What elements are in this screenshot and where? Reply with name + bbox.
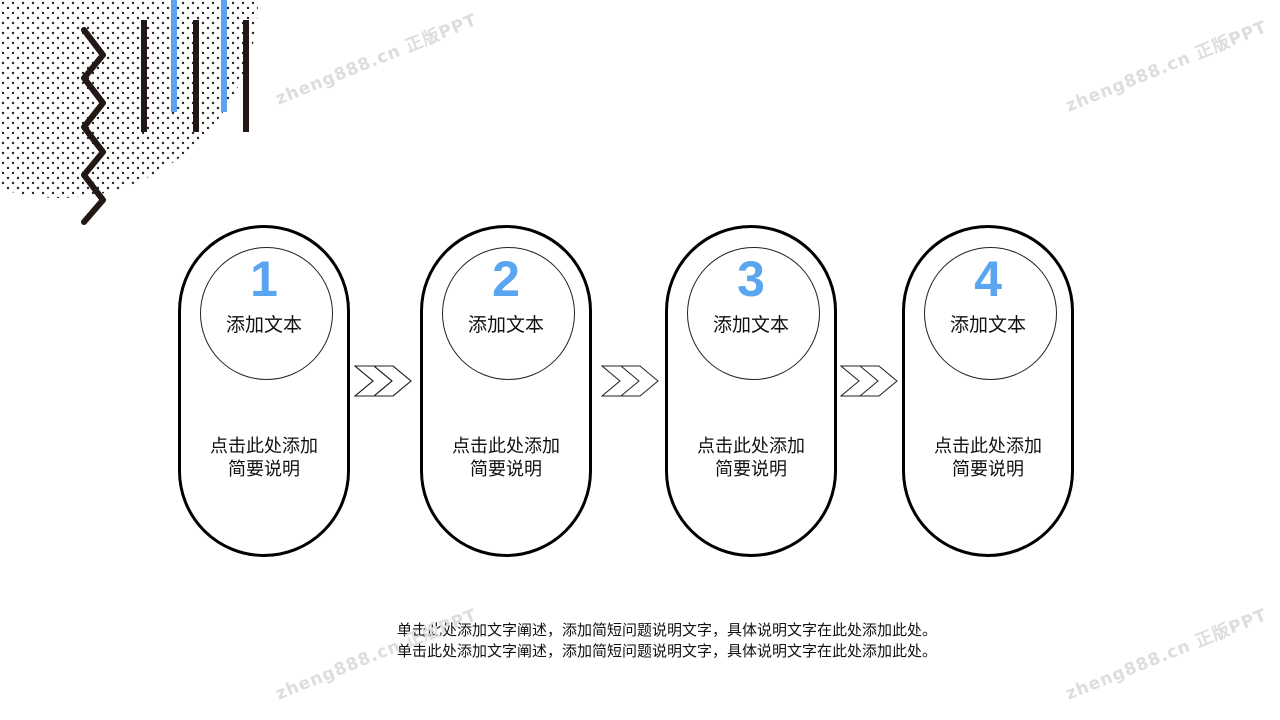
step-card-1: 1 添加文本 点击此处添加简要说明 bbox=[178, 225, 350, 557]
step-number: 4 bbox=[974, 251, 1002, 307]
step-description: 点击此处添加简要说明 bbox=[423, 435, 589, 481]
step-card-4: 4 添加文本 点击此处添加简要说明 bbox=[902, 225, 1074, 557]
step-label: 添加文本 bbox=[949, 314, 1026, 336]
desc-line: 点击此处添加 bbox=[452, 436, 560, 457]
chevron-arrows-icon bbox=[601, 365, 659, 397]
watermark: zheng888.cn 正版PPT bbox=[1063, 17, 1271, 117]
step-circle bbox=[442, 247, 575, 380]
footer-line: 单击此处添加文字阐述，添加简短问题说明文字，具体说明文字在此处添加此处。 bbox=[396, 642, 937, 660]
desc-line: 简要说明 bbox=[952, 459, 1024, 480]
step-description: 点击此处添加简要说明 bbox=[181, 435, 347, 481]
step-number: 1 bbox=[250, 251, 278, 307]
step-label: 添加文本 bbox=[712, 314, 789, 336]
step-label: 添加文本 bbox=[225, 314, 302, 336]
footer-line: 单击此处添加文字阐述，添加简短问题说明文字，具体说明文字在此处添加此处。 bbox=[396, 621, 937, 639]
desc-line: 点击此处添加 bbox=[934, 436, 1042, 457]
desc-line: 点击此处添加 bbox=[210, 436, 318, 457]
step-label: 添加文本 bbox=[467, 314, 544, 336]
step-card-3: 3 添加文本 点击此处添加简要说明 bbox=[665, 225, 837, 557]
dot-pattern bbox=[0, 0, 258, 198]
step-circle bbox=[924, 247, 1057, 380]
step-circle bbox=[687, 247, 820, 380]
blue-line bbox=[171, 0, 177, 112]
step-description: 点击此处添加简要说明 bbox=[905, 435, 1071, 481]
step-description: 点击此处添加简要说明 bbox=[668, 435, 834, 481]
decorative-pattern bbox=[0, 0, 258, 225]
desc-line: 简要说明 bbox=[470, 459, 542, 480]
zigzag-line bbox=[81, 27, 106, 225]
step-card-2: 2 添加文本 点击此处添加简要说明 bbox=[420, 225, 592, 557]
footer-text: 单击此处添加文字阐述，添加简短问题说明文字，具体说明文字在此处添加此处。 单击此… bbox=[0, 620, 1280, 662]
step-number: 3 bbox=[737, 251, 765, 307]
step-circle bbox=[200, 247, 333, 380]
desc-line: 简要说明 bbox=[228, 459, 300, 480]
chevron-arrows-icon bbox=[840, 365, 898, 397]
dark-line bbox=[193, 20, 199, 132]
dark-line bbox=[141, 20, 147, 132]
blue-line bbox=[221, 0, 227, 112]
step-number: 2 bbox=[492, 251, 520, 307]
chevron-arrows-icon bbox=[354, 365, 412, 397]
desc-line: 点击此处添加 bbox=[697, 436, 805, 457]
desc-line: 简要说明 bbox=[715, 459, 787, 480]
watermark: zheng888.cn 正版PPT bbox=[273, 10, 481, 110]
dark-line bbox=[243, 20, 249, 132]
